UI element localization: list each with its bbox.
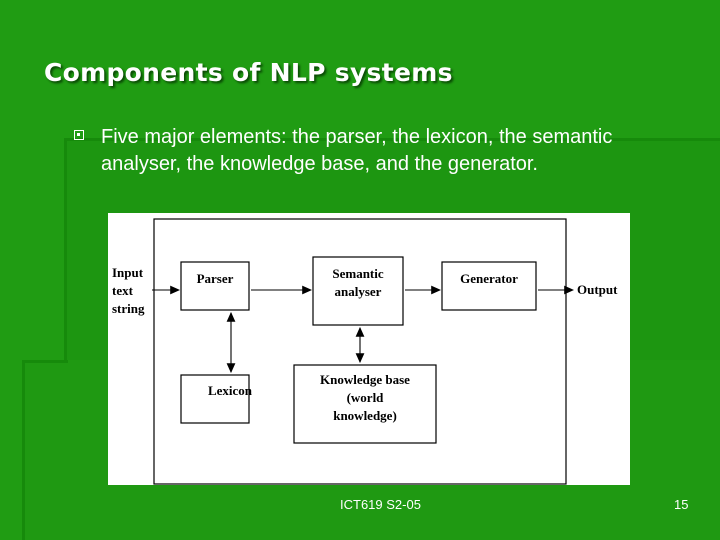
knowledge-label-line2: (world [347,390,385,405]
decorative-line [64,138,67,363]
lexicon-box [180,374,250,424]
input-label-line1: Input [112,265,144,280]
input-label-line2: text [112,283,134,298]
bullet-text: Five major elements: the parser, the lex… [101,126,613,175]
square-bullet-icon [74,130,84,140]
semantic-label-line2: analyser [335,284,382,299]
bullet-item: Five major elements: the parser, the lex… [74,124,634,178]
generator-box [441,261,537,311]
decorative-line [22,360,25,540]
semantic-label-line1: Semantic [332,266,384,281]
decorative-line [66,138,720,141]
slide-title: Components of NLP systems [44,58,453,87]
system-border [153,218,567,485]
knowledge-label-line3: knowledge) [333,408,397,423]
page-number: 15 [674,497,689,512]
lexicon-label: Lexicon [208,383,253,398]
output-label: Output [577,282,618,297]
knowledge-base-box [293,364,437,444]
input-label-line3: string [112,301,145,316]
knowledge-label-line1: Knowledge base [320,372,410,387]
slide-footer: ICT619 S2-05 [340,497,421,512]
decorative-line [24,360,68,363]
generator-label: Generator [460,271,518,286]
nlp-components-diagram: Input text string Parser Semantic analys… [108,213,630,485]
parser-label: Parser [197,271,234,286]
parser-box [180,261,250,311]
semantic-analyser-box [312,256,404,326]
